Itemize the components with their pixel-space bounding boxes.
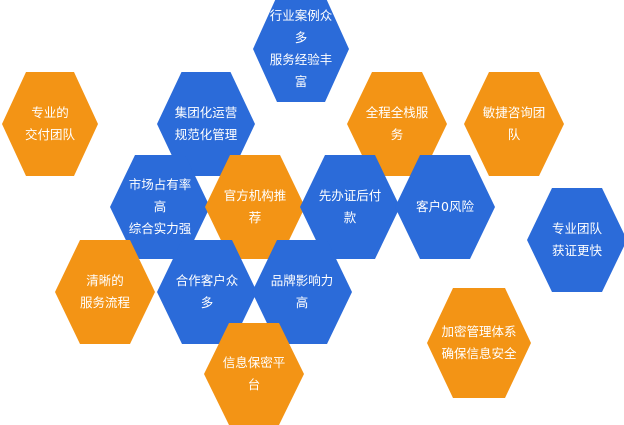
hexagon-text-line: 官方机构推荐 xyxy=(223,188,287,225)
hexagon-text-line: 综合实力强 xyxy=(128,221,192,236)
hexagon-text-line: 服务流程 xyxy=(79,295,130,310)
hexagon-text-line: 先办证后付款 xyxy=(318,188,382,225)
hexagon-text-line: 服务经验丰富 xyxy=(269,52,333,89)
hexagon-text-line: 敏捷咨询团队 xyxy=(482,105,546,142)
hexagon-industry-cases: 行业案例众多服务经验丰富 xyxy=(253,0,349,102)
hexagon-text-line: 加密管理体系 xyxy=(441,324,517,339)
hexagon-text-line: 信息保密平台 xyxy=(222,355,286,392)
hexagon-text-line: 全程全栈服务 xyxy=(365,105,429,142)
hexagon-text-line: 清晰的 xyxy=(86,273,124,288)
hexagon-fast-certification: 专业团队获证更快 xyxy=(527,188,624,292)
hexagon-text-line: 品牌影响力高 xyxy=(270,273,334,310)
hexagon-text-line: 专业的 xyxy=(31,105,69,120)
hexagon-text-line: 交付团队 xyxy=(24,127,75,142)
hexagon-encryption-system: 加密管理体系确保信息安全 xyxy=(427,288,531,398)
hexagon-text-line: 获证更快 xyxy=(551,243,602,258)
hexagon-professional-delivery: 专业的交付团队 xyxy=(2,72,98,176)
hexagon-agile-consulting: 敏捷咨询团队 xyxy=(464,72,564,176)
hexagon-text-line: 市场占有率高 xyxy=(128,177,192,214)
hexagon-text-line: 专业团队 xyxy=(551,221,602,236)
hexagon-clear-process: 清晰的服务流程 xyxy=(55,240,155,344)
hexagon-text-line: 规范化管理 xyxy=(174,127,238,142)
hexagon-text-line: 集团化运营 xyxy=(174,105,238,120)
hexagon-text-line: 确保信息安全 xyxy=(441,346,517,361)
hexagon-text-line: 客户0风险 xyxy=(416,199,474,214)
hexagon-text-line: 合作客户众多 xyxy=(175,273,239,310)
hexagon-text-line: 行业案例众多 xyxy=(269,8,333,45)
